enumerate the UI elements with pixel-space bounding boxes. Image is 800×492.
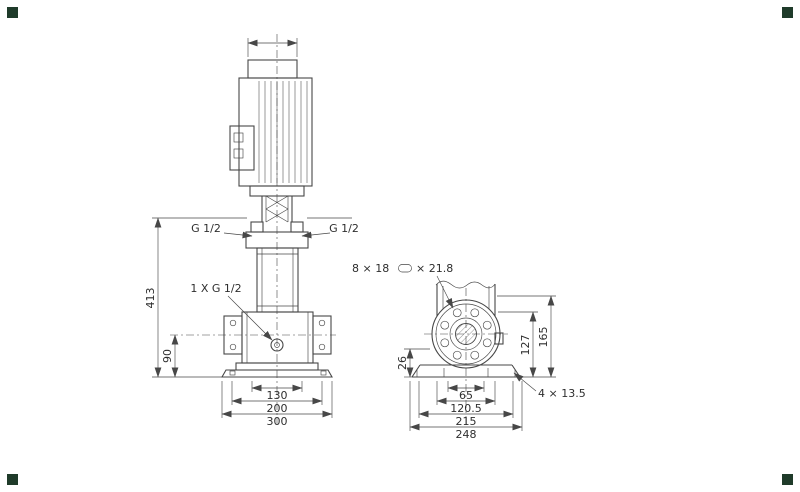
dim-26: 26 (396, 348, 430, 378)
drain-plug-center (274, 342, 280, 348)
dim-165-label: 165 (537, 327, 550, 348)
pump-column (435, 280, 496, 316)
dim-130-label: 130 (267, 389, 288, 402)
dim-motor-top (247, 38, 298, 57)
front-view: 413 90 G 1/2 G 1/2 1 X G 1/2 130 (144, 34, 359, 428)
port-right-label: G 1/2 (329, 222, 359, 235)
vent-plug (290, 221, 304, 233)
dim-165: 165 (497, 295, 556, 378)
drain-plug (270, 338, 284, 352)
dim-total-height: 413 (144, 217, 247, 378)
flange-slot-label-a: 8 × 18 (352, 262, 389, 275)
corner-mark-icon (7, 474, 18, 485)
dim-127: 127 (498, 311, 538, 378)
flange-slot-hole (482, 320, 492, 330)
gauge-boss (494, 332, 504, 345)
dim-26-label: 26 (396, 356, 409, 370)
dim-127-label: 127 (519, 335, 532, 356)
drain-label-group: 1 X G 1/2 (190, 282, 273, 341)
flange-slot-hole (470, 350, 480, 360)
cable-entry (233, 148, 244, 159)
coupling-section (249, 185, 305, 223)
motor (229, 59, 313, 187)
cooling-fins (258, 81, 308, 183)
dim-215-label: 215 (456, 415, 477, 428)
dim-130: 130 (251, 381, 303, 402)
dim-65-label: 65 (459, 389, 473, 402)
base-holes-callout: 4 × 13.5 (513, 372, 586, 400)
flange-face (431, 299, 504, 369)
port-left-label: G 1/2 (191, 222, 221, 235)
dim-port-height-label: 90 (161, 349, 174, 363)
dim-300-label: 300 (267, 415, 288, 428)
chamber-stack (256, 247, 299, 313)
corner-mark-icon (7, 7, 18, 18)
corner-mark-icon (782, 474, 793, 485)
terminal-box (229, 125, 255, 171)
port-label-left: G 1/2 (191, 222, 253, 239)
dim-300: 300 (221, 381, 333, 428)
flange-slot-hole (452, 350, 462, 360)
vent-plug (250, 221, 264, 233)
flange-bolt-hole (229, 343, 237, 351)
dim-248: 248 (409, 381, 523, 441)
side-view: 8 × 18 × 21.8 26 127 165 4 × 13.5 (352, 262, 586, 441)
drain-label: 1 X G 1/2 (190, 282, 241, 295)
dim-200-label: 200 (267, 402, 288, 415)
motor-stool (249, 185, 305, 197)
flange-bolt-hole (318, 343, 326, 351)
registration-marks (7, 7, 793, 485)
base-bolt-slot (229, 370, 236, 376)
slot-symbol-icon (398, 264, 412, 273)
flange-slot-hole (482, 338, 492, 348)
corner-mark-icon (782, 7, 793, 18)
cable-entry (233, 132, 244, 143)
flange-bolt-hole (229, 319, 237, 327)
fan-cover (247, 59, 298, 79)
dim-total-height-label: 413 (144, 288, 157, 309)
flange-slot-hole (452, 308, 462, 318)
base-bolt-slot (320, 370, 327, 376)
flange-slot-hole (470, 308, 480, 318)
dim-120-5-label: 120.5 (450, 402, 482, 415)
flange-bolt-hole (318, 319, 326, 327)
flange-slot-hole (440, 338, 450, 348)
port-label-right: G 1/2 (301, 217, 359, 239)
flange-bore (455, 323, 477, 345)
dim-port-height: 90 (161, 334, 179, 378)
dim-248-label: 248 (456, 428, 477, 441)
base-plate (221, 362, 333, 378)
flange-slot-callout: 8 × 18 × 21.8 (352, 262, 454, 309)
base-holes-label: 4 × 13.5 (538, 387, 586, 400)
pump-housing (170, 311, 336, 364)
break-line (435, 280, 496, 289)
flange-slot-label-b: × 21.8 (416, 262, 453, 275)
flange-slot-hole (440, 320, 450, 330)
